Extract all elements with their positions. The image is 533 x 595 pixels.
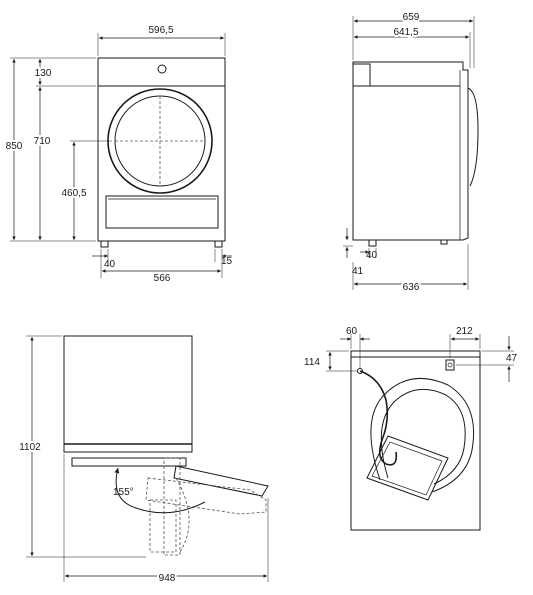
hose-door-inner-ring (380, 388, 466, 485)
side-door-bulge (467, 87, 479, 187)
drain-hose (359, 370, 398, 466)
dim-door-center-height: 710 (34, 136, 51, 147)
side-view: 659 641,5 40 41 636 (343, 10, 479, 295)
open-door-panel (173, 465, 269, 497)
side-body-outline (352, 61, 469, 241)
door-swing-ghost-1 (145, 477, 267, 515)
dim-height-total: 850 (6, 141, 23, 152)
side-foot-front (440, 239, 448, 245)
front-foot-left (100, 240, 109, 248)
open-body-outline (63, 335, 193, 453)
dim-outlet-height: 47 (506, 353, 518, 364)
front-body-outline (97, 57, 226, 242)
dim-foot-left: 40 (104, 259, 116, 270)
dim-opening-angle: 155° (113, 487, 134, 498)
water-container-drawer (366, 435, 449, 501)
hose-body-outline (350, 350, 481, 531)
water-container-inner (371, 441, 443, 496)
open-pedestal (71, 457, 187, 467)
front-foot-right (214, 240, 223, 248)
side-top-step (352, 63, 371, 87)
dim-foot-height: 41 (352, 266, 364, 277)
dim-depth-open: 948 (159, 573, 176, 584)
dim-depth-body: 641,5 (393, 27, 418, 38)
dim-top-panel: 130 (35, 68, 52, 79)
dim-door-bottom-height: 460,5 (61, 188, 86, 199)
dim-foot-depth: 40 (366, 250, 378, 261)
dim-outlet-offset: 212 (456, 326, 473, 337)
drain-outlet-hole (447, 362, 453, 368)
door-open-view: 155° 1102 948 (17, 335, 269, 586)
hose-door-ring (370, 378, 475, 493)
dim-foot-span: 566 (154, 273, 171, 284)
dim-depth-base: 636 (403, 282, 420, 293)
dim-depth-total: 659 (403, 12, 420, 23)
drain-outlet-icon (445, 359, 455, 371)
door-swing-path (175, 477, 190, 553)
plinth-panel (105, 195, 219, 229)
dim-height-open: 1102 (19, 442, 41, 453)
program-knob-icon (157, 64, 167, 74)
hose-connector-icon (357, 368, 363, 374)
dim-width-total: 596,5 (148, 25, 173, 36)
dim-hose-left-offset: 60 (346, 326, 358, 337)
door-swing-ghost-3 (163, 457, 181, 556)
side-foot-rear (368, 239, 377, 247)
front-view: 596,5 850 130 710 460,5 40 15 566 (4, 25, 233, 284)
opening-angle-arc (114, 467, 206, 514)
door-swing-ghost-2 (149, 499, 177, 553)
dim-hose-top-height: 114 (304, 357, 320, 368)
dim-foot-right: 15 (221, 256, 233, 267)
hose-view: 60 212 114 47 (304, 326, 518, 531)
